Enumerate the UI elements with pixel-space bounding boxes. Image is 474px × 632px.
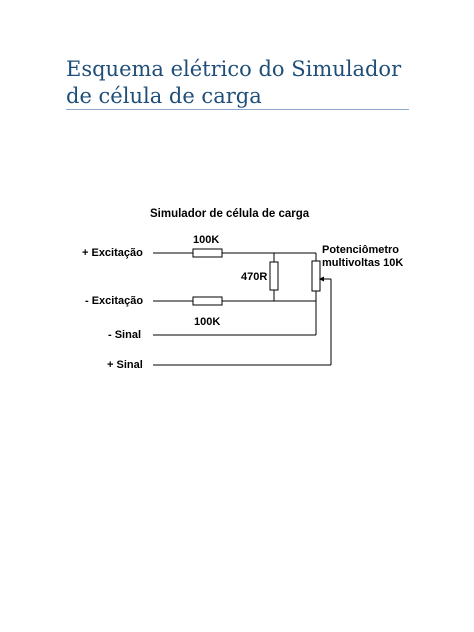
resistor-top-label: 100K — [193, 234, 219, 246]
terminal-plus-excitation: + Excitação — [82, 247, 143, 259]
resistor-bottom — [192, 296, 223, 306]
wiper-arrow — [319, 276, 324, 282]
potentiometer — [311, 260, 321, 292]
resistor-top — [192, 248, 223, 258]
page-title: Esquema elétrico do Simulador de célula … — [66, 57, 402, 108]
terminal-plus-signal: + Sinal — [107, 359, 143, 371]
potentiometer-label-line2: multivoltas 10K — [322, 257, 403, 269]
terminal-minus-excitation: - Excitação — [85, 295, 143, 307]
terminal-minus-signal: - Sinal — [108, 329, 141, 341]
potentiometer-label-line1: Potenciômetro — [322, 244, 399, 256]
title-divider — [66, 109, 409, 110]
resistor-middle — [269, 261, 279, 291]
resistor-middle-label: 470R — [241, 271, 267, 283]
diagram-title: Simulador de célula de carga — [150, 208, 310, 220]
resistor-bottom-label: 100K — [194, 316, 220, 328]
